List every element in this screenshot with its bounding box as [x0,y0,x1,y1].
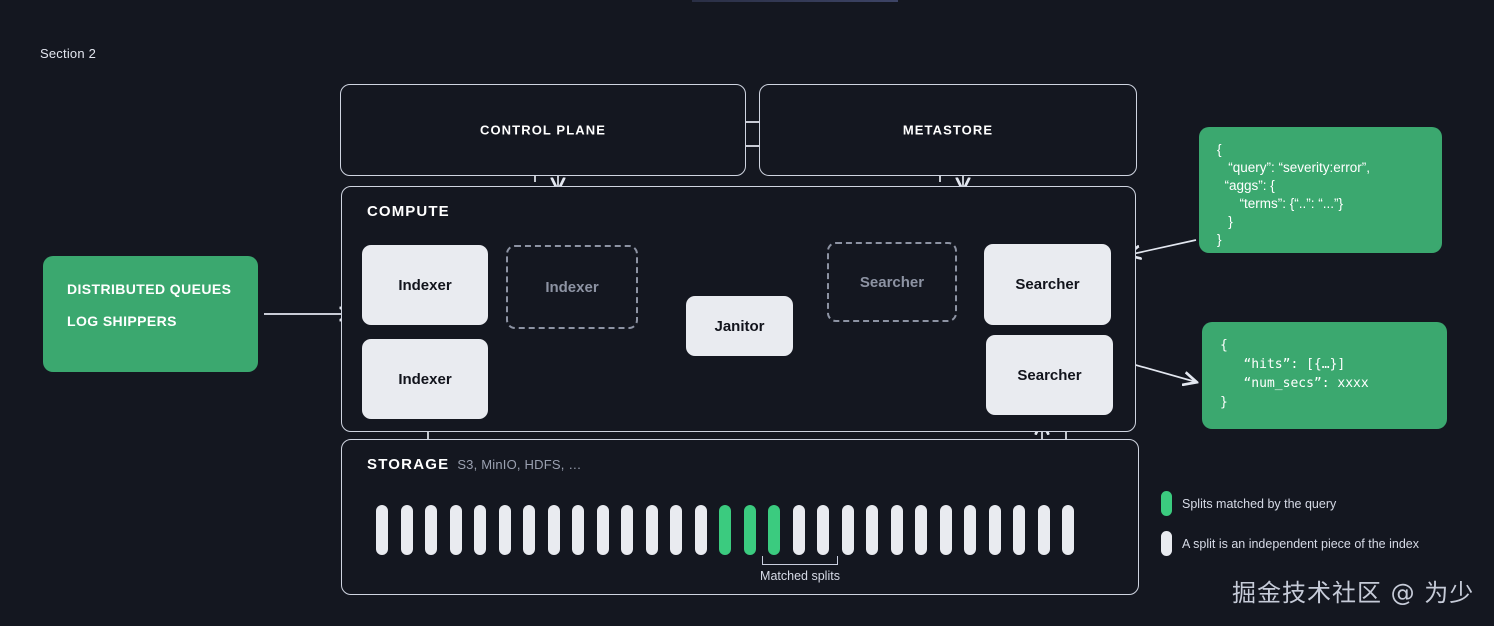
result_json-line: “num_secs”: xxxx [1220,376,1369,391]
storage-header: STORAGE S3, MinIO, HDFS, … [367,456,582,473]
query_json-line: “query”: “severity:error”, [1217,160,1371,175]
query-json-panel: { “query”: “severity:error”, “aggs”: { “… [1199,127,1442,253]
matched-splits-bracket [762,556,838,565]
legend-swatch-green [1161,491,1172,516]
split-bar [523,505,535,555]
compute-node-label: Searcher [1017,366,1082,384]
queues-line-1: DISTRIBUTED QUEUES [67,281,232,297]
compute-node-label: Searcher [1015,276,1080,293]
split-bar [1037,505,1050,555]
metastore-box: METASTORE [759,84,1137,176]
split-bar [1062,505,1074,555]
compute-node-label: Indexer [545,278,599,296]
split-bar [449,505,462,555]
split-bar [939,505,952,555]
split-bar [1013,505,1025,555]
compute-node-searcher-3: Searcher [827,242,957,322]
split-bar [915,505,927,555]
split-bar [694,505,707,555]
split-bar [547,505,560,555]
metastore-title: METASTORE [902,122,994,138]
query_json-line: “terms”: {“..”: “...”} [1217,196,1344,211]
distributed-queues-box: DISTRIBUTED QUEUES LOG SHIPPERS [43,256,258,372]
split-bar [572,505,584,555]
split-bar-matched [719,505,731,555]
result-json-panel: { “hits”: [{…}] “num_secs”: xxxx} [1202,322,1447,429]
split-bar [792,505,805,555]
storage-subtitle: S3, MinIO, HDFS, … [457,457,582,472]
split-bar [498,505,511,555]
split-row [376,505,1074,555]
split-bar [817,505,829,555]
split-bar [376,505,388,555]
compute-node-label: Indexer [398,370,452,388]
compute-node-searcher-4: Searcher [984,244,1111,325]
result_json-line: } [1220,395,1228,410]
compute-node-janitor-2: Janitor [686,296,793,356]
compute-node-indexer-5: Indexer [362,339,488,419]
split-bar [841,505,854,555]
compute-node-searcher-6: Searcher [986,335,1113,415]
query_json-line: { [1217,142,1222,157]
split-bar [400,505,413,555]
matched-splits-label: Matched splits [760,569,840,583]
split-bar [645,505,658,555]
storage-title: STORAGE [367,456,450,473]
split-bar [670,505,682,555]
control-plane-title: CONTROL PLANE [479,122,606,138]
split-bar [596,505,609,555]
legend-label: Splits matched by the query [1182,496,1337,511]
control-plane-box: CONTROL PLANE [340,84,746,176]
legend-item: A split is an independent piece of the i… [1161,531,1419,556]
split-bar [890,505,903,555]
split-bar [474,505,486,555]
compute-node-label: Janitor [714,317,765,335]
split-bar [425,505,437,555]
legend-swatch-white [1161,531,1172,556]
result_json-line: { [1220,338,1228,353]
legend: Splits matched by the query A split is an… [1161,491,1419,571]
split-bar [964,505,976,555]
compute-node-label: Searcher [859,273,925,291]
queues-line-2: LOG SHIPPERS [67,313,177,329]
compute-title: COMPUTE [367,203,450,220]
section-label: Section 2 [40,46,97,61]
split-bar [988,505,1001,555]
top-divider-rule [692,0,898,2]
legend-label: A split is an independent piece of the i… [1182,536,1419,551]
legend-item: Splits matched by the query [1161,491,1419,516]
split-bar-matched [768,505,780,555]
query_json-line: } [1217,232,1222,247]
compute-node-label: Indexer [398,276,452,294]
compute-node-indexer-0: Indexer [362,245,488,325]
query_json-line: } [1217,214,1233,229]
compute-node-indexer-1: Indexer [506,245,638,329]
watermark: 掘金技术社区 @ 为少 [1232,579,1475,607]
query_json-line: “aggs”: { [1217,178,1275,193]
split-bar-matched [743,505,756,555]
result_json-line: “hits”: [{…}] [1220,357,1346,372]
split-bar [621,505,633,555]
split-bar [866,505,878,555]
